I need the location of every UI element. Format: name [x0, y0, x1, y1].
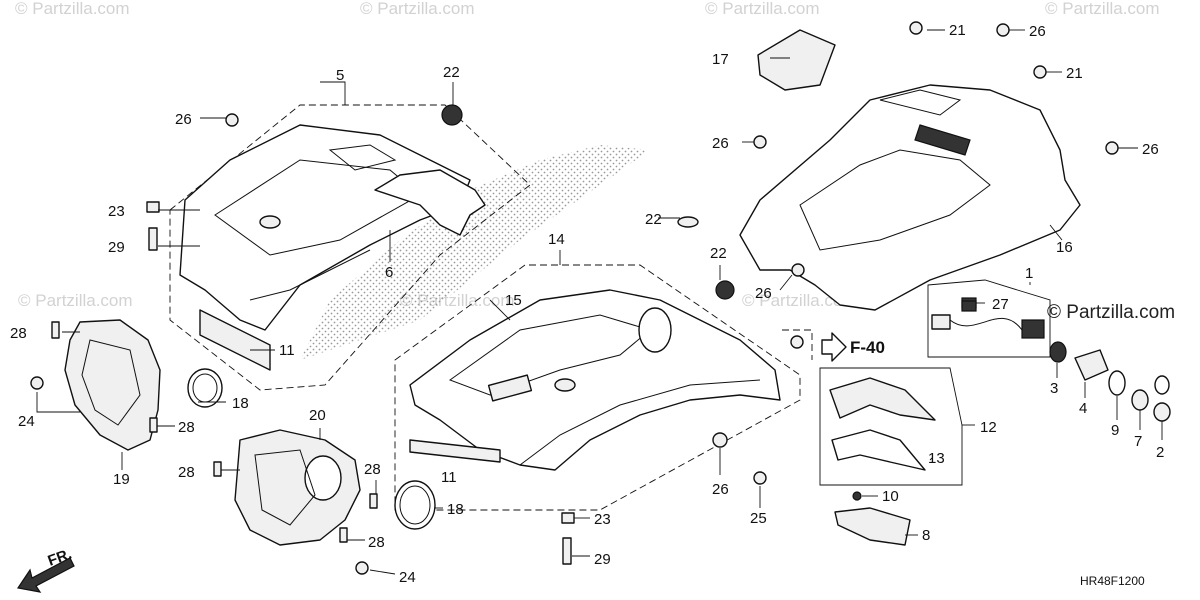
callout-14: 14	[548, 231, 565, 248]
front-fender-group	[169, 104, 531, 408]
callouts: 1 2 3 4 5 6 7 8 9 10 11 11 12 13 14 15 1…	[10, 22, 1164, 586]
rear-emblem	[914, 124, 971, 156]
callout-8: 8	[922, 527, 930, 544]
reference-label: F-40	[850, 338, 885, 357]
callout-22-lower: 22	[710, 245, 727, 262]
center-boot-ring	[394, 480, 436, 530]
callout-23-left: 23	[108, 203, 125, 220]
side-panel-left	[64, 319, 161, 451]
callout-26-front: 26	[175, 111, 192, 128]
reference-arrow	[821, 332, 847, 362]
callout-15: 15	[505, 292, 522, 309]
watermarks: © Partzilla.com © Partzilla.com © Partzi…	[15, 0, 1160, 310]
callout-13: 13	[928, 450, 945, 467]
callout-2: 2	[1156, 444, 1164, 461]
watermark-4: © Partzilla.com	[1045, 0, 1160, 18]
trim-cover	[829, 377, 936, 421]
callout-21-top: 21	[949, 22, 966, 39]
callout-20: 20	[309, 407, 326, 424]
rear-cover	[757, 29, 836, 91]
direction-arrow	[16, 557, 75, 593]
callout-22-front: 22	[443, 64, 460, 81]
harness-group	[927, 279, 1051, 358]
rear-fender	[739, 84, 1081, 311]
watermark-5: © Partzilla.com	[18, 291, 133, 310]
callout-21-side: 21	[1066, 65, 1083, 82]
callout-24-bottom: 24	[399, 569, 416, 586]
callout-9: 9	[1111, 422, 1119, 439]
callout-25: 25	[750, 510, 767, 527]
callout-28-e: 28	[368, 534, 385, 551]
callout-11-upper: 11	[279, 342, 295, 359]
callout-19: 19	[113, 471, 130, 488]
wing-logo-shading	[300, 145, 650, 360]
callout-7: 7	[1134, 433, 1142, 450]
callout-23-bottom: 23	[594, 511, 611, 528]
watermark-3: © Partzilla.com	[705, 0, 820, 18]
leader-lines	[36, 29, 1163, 575]
callout-24-left: 24	[18, 413, 35, 430]
watermark-1: © Partzilla.com	[15, 0, 130, 18]
trim-gasket	[831, 429, 926, 471]
callout-22-center: 22	[645, 211, 662, 228]
callout-11-lower: 11	[441, 469, 457, 486]
front-fender-bracket	[374, 169, 486, 236]
callout-26-bottom: 26	[712, 481, 729, 498]
bracket-8	[834, 507, 911, 546]
watermark-2: © Partzilla.com	[360, 0, 475, 18]
callout-29-bottom: 29	[594, 551, 611, 568]
callout-1: 1	[1025, 265, 1033, 282]
callout-16: 16	[1056, 239, 1073, 256]
callout-26-right: 26	[1142, 141, 1159, 158]
callout-29-left: 29	[108, 239, 125, 256]
center-pad	[409, 439, 501, 463]
copyright-label: © Partzilla.com	[1047, 302, 1175, 323]
callout-28-a: 28	[10, 325, 27, 342]
socket-parts	[1049, 341, 1171, 422]
callout-18-left: 18	[232, 395, 249, 412]
callout-28-d: 28	[364, 461, 381, 478]
callout-5: 5	[336, 67, 344, 84]
callout-27: 27	[992, 296, 1009, 313]
callout-6: 6	[385, 264, 393, 281]
callout-18-right: 18	[447, 501, 464, 518]
callout-26-top: 26	[1029, 23, 1046, 40]
drawing-code: HR48F1200	[1080, 574, 1145, 588]
callout-3: 3	[1050, 380, 1058, 397]
callout-26-lower: 26	[755, 285, 772, 302]
callout-26-left: 26	[712, 135, 729, 152]
callout-28-b: 28	[178, 419, 195, 436]
callout-12: 12	[980, 419, 997, 436]
callout-4: 4	[1079, 400, 1087, 417]
center-fender-group	[394, 264, 801, 530]
rear-fender-group	[739, 29, 1081, 311]
callout-28-c: 28	[178, 464, 195, 481]
front-pad	[199, 309, 271, 371]
callout-17: 17	[712, 51, 729, 68]
callout-10: 10	[882, 488, 899, 505]
